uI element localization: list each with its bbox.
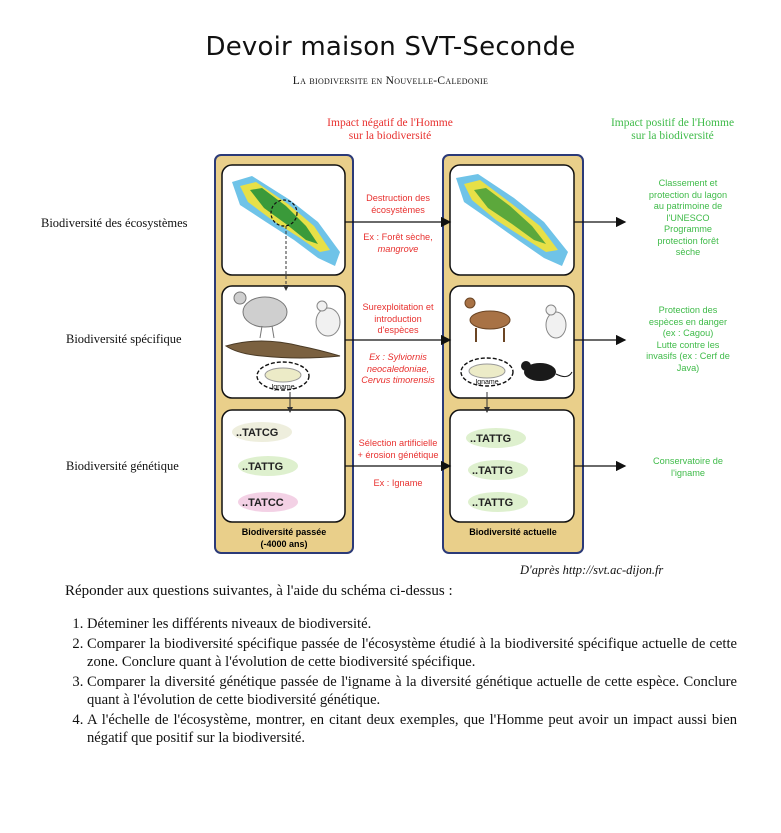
figure-credit: D'après http://svt.ac-dijon.fr: [520, 563, 664, 577]
biodiversity-diagram: Igname Igname ..TATCG ..TATTG ..TATCC ..…: [214, 154, 627, 554]
current-igname: Igname: [460, 357, 514, 387]
past-seq-1: ..TATCG: [236, 427, 278, 439]
page-subtitle: La biodiversite en Nouvelle-Caledonie: [292, 75, 489, 87]
current-caption: Biodiversité actuelle: [469, 527, 557, 537]
current-sequences: ..TATTG ..TATTG ..TATTG: [466, 428, 528, 512]
past-igname: Igname: [256, 361, 310, 391]
past-seq-2: ..TATTG: [242, 461, 283, 473]
rat: [521, 361, 573, 381]
past-seq-3: ..TATCC: [242, 497, 284, 509]
sylviornis-bird: [233, 291, 288, 339]
page-title: Devoir maison SVT-Seconde: [205, 32, 576, 62]
past-caption-1: Biodiversité passée: [242, 527, 327, 537]
row-label-ecosystems: Biodiversité des écosystèmes: [41, 216, 188, 230]
neg-genetic-text: Sélection artificielle+ érosion génétiqu…: [357, 438, 439, 460]
past-igname-label: Igname: [271, 384, 294, 391]
question-2: Comparer la biodiversité spécifique pass…: [87, 635, 737, 671]
questions-intro: Réponder aux questions suivantes, à l'ai…: [65, 583, 453, 599]
current-seq-2: ..TATTG: [472, 465, 513, 477]
question-4: A l'échelle de l'écosystème, montrer, en…: [87, 711, 737, 747]
row-label-genetic: Biodiversité génétique: [66, 459, 179, 473]
cagou-bird-current: [545, 304, 567, 339]
past-caption-2: (-4000 ans): [260, 539, 307, 549]
neg-genetic-example: Ex : Igname: [373, 478, 423, 488]
current-seq-1: ..TATTG: [470, 433, 511, 445]
cagou-bird-past: [315, 300, 341, 337]
crocodile: [224, 340, 341, 359]
row-label-species: Biodiversité spécifique: [66, 332, 182, 346]
questions-list: Déteminer les différents niveaux de biod…: [63, 615, 737, 749]
current-seq-3: ..TATTG: [472, 497, 513, 509]
current-igname-label: Igname: [475, 379, 498, 386]
deer: [464, 297, 511, 342]
current-island-map: [456, 174, 568, 266]
question-3: Comparer la diversité génétique passée d…: [87, 673, 737, 709]
past-island-map: [232, 176, 340, 266]
neg-ecosystem-example: Ex : Forêt sèche,mangrove: [363, 232, 433, 254]
past-sequences: ..TATCG ..TATTG ..TATCC: [232, 422, 298, 512]
question-1: Déteminer les différents niveaux de biod…: [87, 615, 737, 633]
